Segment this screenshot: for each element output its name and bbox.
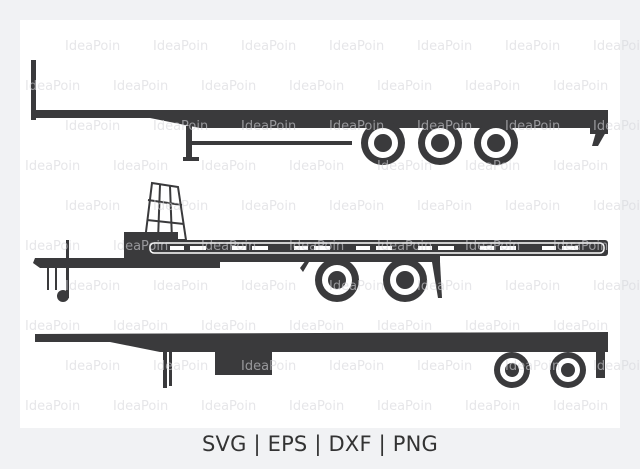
deck-light (294, 246, 308, 250)
deck-light (314, 246, 330, 250)
wheel (383, 258, 427, 302)
watermark-text: IdeaPoin (505, 279, 560, 294)
trailer-1 (31, 60, 608, 165)
watermark-text: IdeaPoin (241, 199, 296, 214)
deck-light (252, 246, 268, 250)
watermark-text: IdeaPoin (65, 199, 120, 214)
watermark-text: IdeaPoin (153, 359, 208, 374)
watermark-text: IdeaPoin (65, 279, 120, 294)
deck-lights (170, 246, 578, 250)
watermark-text: IdeaPoin (65, 359, 120, 374)
watermark-text: IdeaPoin (25, 399, 80, 414)
watermark-text: IdeaPoin (25, 319, 80, 334)
watermark-text: IdeaPoin (329, 39, 384, 54)
watermark-text: IdeaPoin (505, 39, 560, 54)
watermark-text: IdeaPoin (377, 79, 432, 94)
deck-light (170, 246, 184, 250)
watermark-text: IdeaPoin (289, 79, 344, 94)
watermark-text: IdeaPoin (201, 79, 256, 94)
watermark-text: IdeaPoin (241, 39, 296, 54)
watermark-text: IdeaPoin (289, 399, 344, 414)
watermark-text: IdeaPoin (417, 39, 472, 54)
watermark-text: IdeaPoin (377, 399, 432, 414)
wheel (494, 352, 530, 388)
file-formats-label: SVG | EPS | DXF | PNG (202, 432, 438, 456)
watermark-text: IdeaPoin (201, 159, 256, 174)
deck-light (418, 246, 432, 250)
watermark-text: IdeaPoin (65, 39, 120, 54)
deck-light (190, 246, 206, 250)
watermark-text: IdeaPoin (241, 279, 296, 294)
watermark-text: IdeaPoin (417, 199, 472, 214)
watermark-text: IdeaPoin (113, 399, 168, 414)
watermark-text: IdeaPoin (465, 79, 520, 94)
trailer-3 (35, 332, 608, 388)
watermark-text: IdeaPoin (417, 359, 472, 374)
watermark-text: IdeaPoin (377, 319, 432, 334)
watermark-text: IdeaPoin (465, 319, 520, 334)
watermark-text: IdeaPoin (593, 39, 640, 54)
deck-light (480, 246, 494, 250)
deck-light (562, 246, 578, 250)
watermark-text: IdeaPoin (65, 119, 120, 134)
watermark-text: IdeaPoin (553, 319, 608, 334)
deck-light (500, 246, 516, 250)
watermark-text: IdeaPoin (593, 199, 640, 214)
watermark-text: IdeaPoin (465, 399, 520, 414)
watermark-text: IdeaPoin (553, 399, 608, 414)
watermark-text: IdeaPoin (201, 399, 256, 414)
deck-light (356, 246, 370, 250)
watermark-text: IdeaPoin (289, 159, 344, 174)
deck-light (542, 246, 556, 250)
wheel (315, 258, 359, 302)
deck-light (232, 246, 246, 250)
watermark-text: IdeaPoin (329, 359, 384, 374)
watermark-text: IdeaPoin (553, 159, 608, 174)
deck-light (376, 246, 392, 250)
trailer-2 (33, 181, 608, 302)
watermark-text: IdeaPoin (153, 279, 208, 294)
watermark-text: IdeaPoin (329, 199, 384, 214)
watermark-text: IdeaPoin (593, 279, 640, 294)
watermark-text: IdeaPoin (201, 319, 256, 334)
wheel (361, 121, 405, 165)
watermark-text: IdeaPoin (505, 199, 560, 214)
watermark-text: IdeaPoin (289, 319, 344, 334)
deck-light (438, 246, 454, 250)
watermark-text: IdeaPoin (553, 79, 608, 94)
wheel (550, 352, 586, 388)
watermark-text: IdeaPoin (25, 239, 80, 254)
watermark-text: IdeaPoin (113, 159, 168, 174)
wheel (474, 121, 518, 165)
wheel (418, 121, 462, 165)
watermark-text: IdeaPoin (113, 79, 168, 94)
watermark-text: IdeaPoin (113, 319, 168, 334)
watermark-text: IdeaPoin (25, 159, 80, 174)
watermark-text: IdeaPoin (153, 39, 208, 54)
